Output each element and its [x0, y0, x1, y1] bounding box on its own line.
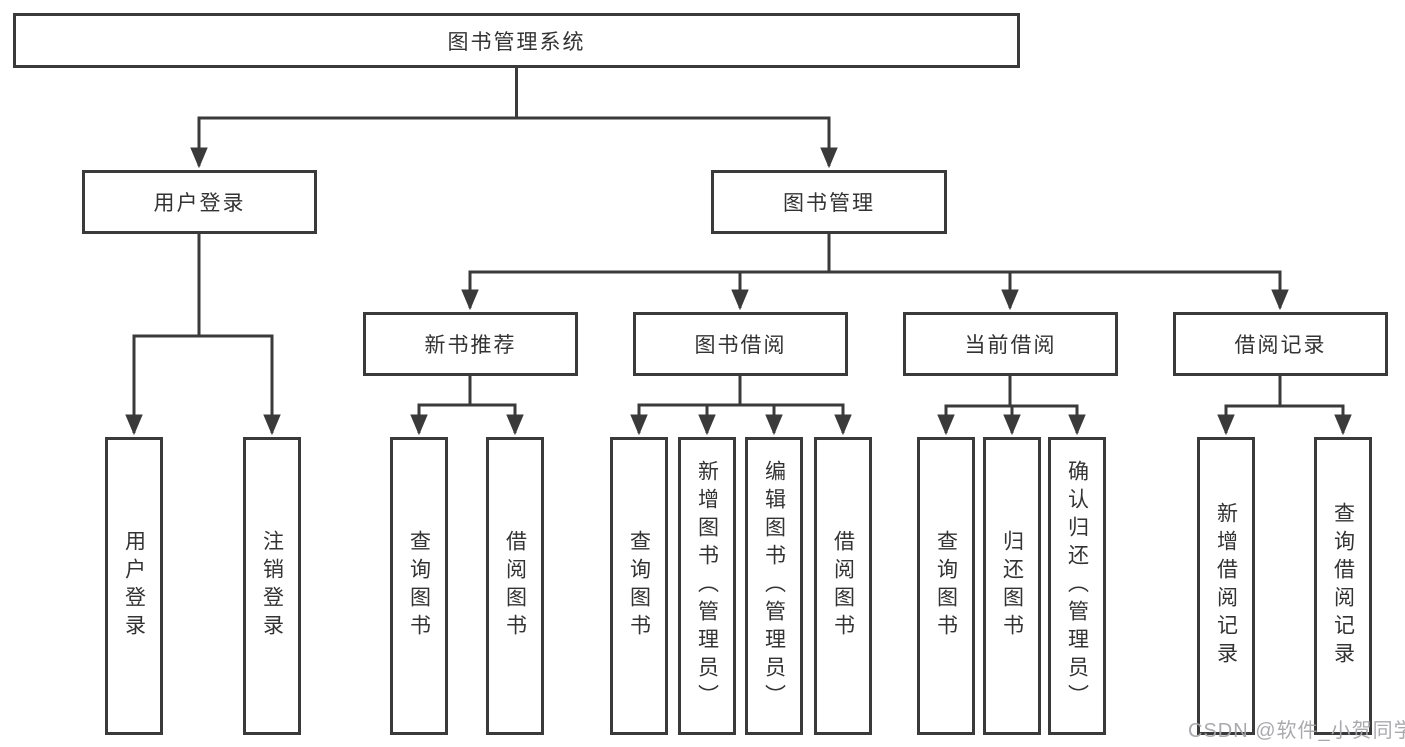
leaf-recommend-borrow-books: 借阅图书	[486, 437, 544, 735]
leaf-recommend-query-books: 查询图书	[390, 437, 448, 735]
leaf-current-return-books: 归还图书	[983, 437, 1041, 735]
node-current-borrow: 当前借阅	[903, 312, 1118, 376]
node-root: 图书管理系统	[13, 13, 1020, 68]
leaf-user-login: 用户登录	[105, 437, 163, 735]
leaf-borrow-edit-books-admin: 编辑图书（管理员）	[745, 437, 803, 735]
leaf-records-query-record: 查询借阅记录	[1314, 437, 1372, 735]
node-book-management: 图书管理	[711, 170, 947, 234]
node-new-book-recommend: 新书推荐	[363, 312, 578, 376]
leaf-borrow-query-books: 查询图书	[610, 437, 668, 735]
leaf-current-confirm-return-admin: 确认归还（管理员）	[1048, 437, 1106, 735]
leaf-borrow-borrow-books: 借阅图书	[814, 437, 872, 735]
leaf-logout: 注销登录	[243, 437, 301, 735]
leaf-borrow-add-books-admin: 新增图书（管理员）	[678, 437, 736, 735]
csdn-watermark: CSDN @软件_小贺同学	[1188, 720, 1405, 742]
node-book-borrow: 图书借阅	[633, 312, 848, 376]
node-borrow-records: 借阅记录	[1173, 312, 1388, 376]
leaf-current-query-books: 查询图书	[917, 437, 975, 735]
node-user-login: 用户登录	[82, 170, 317, 234]
leaf-records-add-record: 新增借阅记录	[1197, 437, 1255, 735]
